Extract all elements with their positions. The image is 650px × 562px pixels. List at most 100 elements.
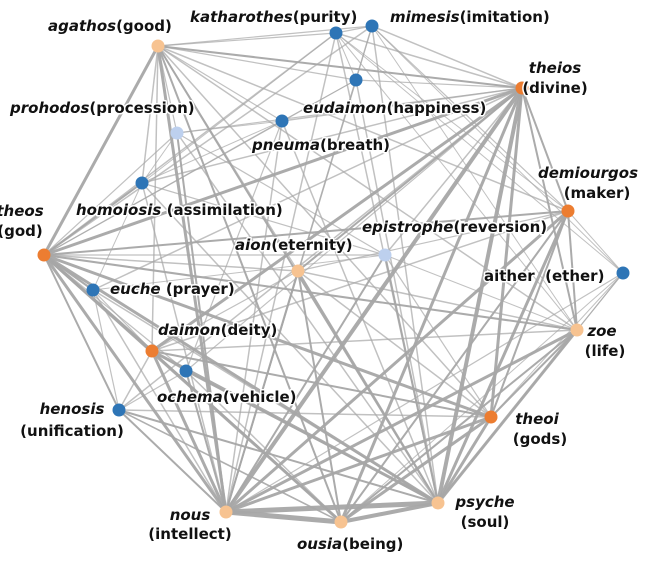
term-homoiosis: homoiosis [76,201,161,219]
label-theos-line2: (god) [0,222,43,240]
label-demiourgos-line1: demiourgos [538,164,638,182]
term-theios: theios [529,59,581,77]
edge-ochema-ousia [185,370,342,523]
edge-theos-demiourgos [43,210,569,256]
edge-nous-eudaimon [225,79,357,513]
edge-nous-demiourgos [225,209,569,514]
label-psyche-line1: psyche [454,493,514,511]
term-mimesis: mimesis [390,8,460,26]
term-ousia: ousia [297,535,342,553]
label-homoiosis: homoiosis (assimilation) [76,201,283,219]
edge-layer [42,25,624,525]
edge-ousia-agathos [157,45,342,523]
edge-theoi-daimon [151,350,492,418]
gloss-theoi: (gods) [513,430,567,448]
label-theoi-line2: (gods) [513,430,567,448]
edge-mimesis-aither [371,25,624,274]
edge-eudaimon-mimesis [355,25,373,81]
node-theos [37,248,51,262]
edge-theos-prohodos [43,132,178,256]
node-henosis [112,403,126,417]
edge-epistrophe-prohodos [176,132,386,256]
node-theoi [484,410,498,424]
edge-theos-henosis [43,254,120,411]
edge-ousia-demiourgos [340,210,569,523]
node-prohodos [170,126,184,140]
node-mimesis [365,19,379,33]
edge-theios-theoi [489,87,524,418]
edge-agathos-pneuma [157,45,283,122]
label-zoe-line2: (life) [585,342,626,360]
edge-psyche-homoiosis [141,182,439,504]
node-psyche [431,496,445,510]
edge-epistrophe-theoi [384,254,492,418]
label-ousia: ousia(being) [297,535,403,553]
edge-daimon-ochema [151,350,187,372]
node-pneuma [275,114,289,128]
term-daimon: daimon [158,321,221,339]
node-katharothes [329,26,343,40]
edge-agathos-demiourgos [157,45,569,212]
gloss-zoe: (life) [585,342,626,360]
edge-theios-ousia [339,87,524,523]
edge-theos-nous [42,254,228,513]
gloss-mimesis: (imitation) [460,8,550,26]
edge-agathos-eudaimon [157,45,357,81]
edge-theios-daimon [151,86,523,353]
edge-daimon-demiourgos [151,210,569,352]
label-nous-line2: (intellect) [148,525,231,543]
edge-psyche-demiourgos [436,210,570,504]
label-theos-line1: theos [0,202,44,220]
term-theoi: theoi [515,410,559,428]
edge-ousia-zoe [340,329,578,523]
edge-aither-ousia [340,272,624,523]
term-prohodos: prohodos [9,99,89,117]
edge-theios-eudaimon [355,79,523,89]
term-ochema: ochema [157,388,223,406]
edge-nous-psyche [225,500,439,515]
gloss-pneuma: (breath) [320,136,390,154]
term-aion: aion [235,236,271,254]
node-layer [37,19,630,529]
gloss-katharothes: (purity) [293,8,358,26]
gloss-theos: (god) [0,222,43,240]
edge-theios-euche [92,87,523,291]
term-euche: euche [110,280,161,298]
edge-euche-henosis [92,289,120,411]
node-theios [515,81,529,95]
edge-prohodos-pneuma [176,120,283,134]
gloss-ochema: (vehicle) [223,388,297,406]
edge-agathos-homoiosis [141,45,159,184]
edge-theoi-aion [297,270,492,418]
edge-ousia-aion [297,270,342,523]
edge-katharothes-homoiosis [141,32,337,184]
edge-eudaimon-katharothes [335,32,357,81]
gloss-henosis: (unification) [20,422,124,440]
edge-psyche-katharothes [335,32,439,504]
edge-psyche-euche [92,289,439,504]
term-henosis: henosis [40,400,105,418]
edge-theios-agathos [157,45,523,89]
edge-theios-demiourgos [521,87,569,212]
gloss-euche: (prayer) [161,280,235,298]
edge-agathos-prohodos [157,45,178,134]
edge-epistrophe-homoiosis [141,182,386,256]
edge-psyche-aion [297,270,439,504]
label-prohodos: prohodos(procession) [9,99,195,117]
edge-agathos-katharothes [157,32,337,47]
edge-daimon-henosis [118,350,153,411]
term-zoe: zoe [586,322,616,340]
edge-theios-prohodos [176,87,523,134]
term-pneuma: pneuma [251,136,320,154]
edge-epistrophe-euche [92,254,386,291]
label-ochema: ochema(vehicle) [157,388,297,406]
node-aion [291,264,305,278]
gloss-demiourgos: (maker) [564,184,631,202]
edge-demiourgos-zoe [567,210,578,331]
edge-theios-epistrophe [384,87,523,256]
label-aion: aion(eternity) [235,236,353,254]
edge-henosis-ochema [118,370,187,411]
edge-psyche-henosis [118,409,439,504]
edge-katharothes-zoe [335,32,578,331]
edge-nous-euche [92,289,227,513]
